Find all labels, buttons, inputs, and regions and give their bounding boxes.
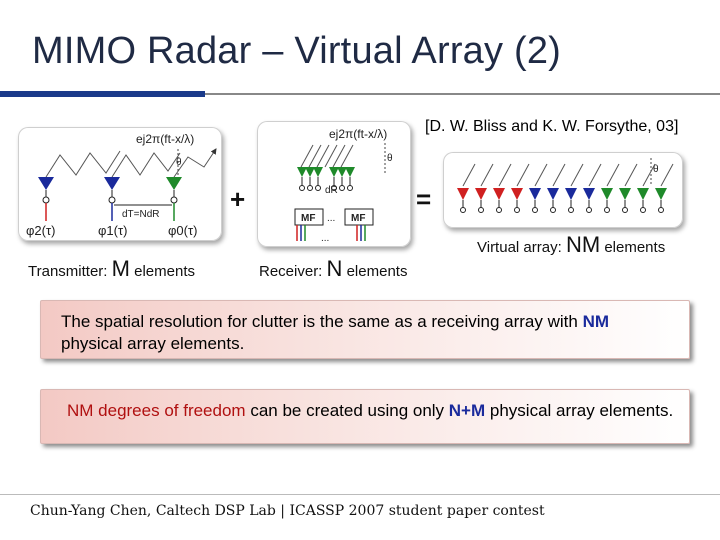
va-elements — [457, 188, 667, 200]
virtual-array-figure: θ — [443, 152, 683, 228]
receiver-count: N — [326, 256, 343, 281]
tx-spacing-label: dT=NdR — [122, 209, 160, 220]
tx-phase-0: φ0(τ) — [168, 223, 197, 238]
tx-phase-2: φ2(τ) — [26, 223, 55, 238]
box1-pre: The spatial resolution for clutter is th… — [61, 312, 583, 331]
transmitter-unit: elements — [134, 263, 195, 280]
footer-credit: Chun-Yang Chen, Caltech DSP Lab | ICASSP… — [30, 503, 545, 519]
receiver-unit: elements — [346, 263, 408, 280]
title-accent-bar — [0, 91, 205, 97]
box2-mid: can be created using only — [245, 401, 449, 420]
equals-sign: = — [416, 184, 432, 214]
transmitter-figure: ej2π(ft-x/λ) θ dT=NdR φ2(τ) φ1(τ) φ0(τ) — [18, 127, 222, 241]
virtual-array-caption: Virtual array: NM elements — [477, 232, 665, 258]
virtual-unit: elements — [604, 239, 666, 256]
tx-element-2 — [166, 177, 182, 221]
title-divider — [205, 93, 720, 95]
rx-element-group — [297, 167, 355, 177]
rx-ellipsis-top: ... — [327, 213, 335, 224]
box2-emphasis-blue: N+M — [448, 401, 486, 420]
tx-element-1 — [104, 177, 120, 221]
rx-wave-label: ej2π(ft-x/λ) — [329, 127, 387, 141]
box2-post: physical array elements. — [485, 401, 674, 420]
rx-spacing-label: dR — [325, 185, 338, 196]
tx-theta-label: θ — [176, 157, 182, 168]
rx-filter-label-1: MF — [301, 213, 315, 224]
receiver-caption: Receiver: N elements — [259, 256, 407, 282]
transmitter-caption: Transmitter: M elements — [28, 256, 195, 282]
resolution-note-box: The spatial resolution for clutter is th… — [40, 300, 690, 359]
tx-phase-1: φ1(τ) — [98, 223, 127, 238]
transmitter-count: M — [111, 256, 130, 281]
virtual-count: NM — [565, 232, 601, 257]
citation: [D. W. Bliss and K. W. Forsythe, 03] — [425, 118, 679, 135]
va-theta-label: θ — [653, 164, 659, 175]
transmitter-label: Transmitter: — [28, 263, 108, 280]
degrees-of-freedom-box: NM degrees of freedom can be created usi… — [40, 389, 690, 444]
rx-theta-label: θ — [387, 153, 393, 164]
virtual-label: Virtual array: — [477, 239, 562, 256]
box1-post: physical array elements. — [61, 334, 245, 353]
box2-emphasis-red: NM degrees of freedom — [67, 401, 246, 420]
rx-filter-label-2: MF — [351, 213, 365, 224]
receiver-figure: ej2π(ft-x/λ) θ dR MF MF ... ... — [257, 121, 411, 247]
box1-emphasis: NM — [582, 312, 610, 331]
rx-ellipsis-bottom: ... — [321, 233, 329, 244]
tx-wave-label: ej2π(ft-x/λ) — [136, 132, 194, 146]
slide-title: MIMO Radar – Virtual Array (2) — [32, 30, 562, 72]
receiver-label: Receiver: — [259, 263, 323, 280]
plus-sign: + — [230, 184, 246, 214]
footer-divider — [0, 494, 720, 495]
tx-element-0 — [38, 177, 54, 221]
